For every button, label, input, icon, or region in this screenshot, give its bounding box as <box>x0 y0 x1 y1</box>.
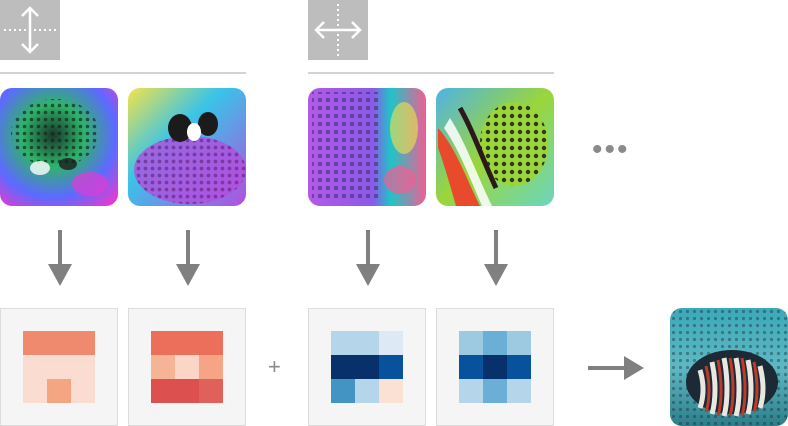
matrix-cell <box>331 379 355 403</box>
feature-image-a2 <box>128 88 246 206</box>
matrix-cell <box>483 331 507 355</box>
matrix-cell <box>379 331 403 355</box>
matrix-cell <box>23 379 47 403</box>
matrix-cell <box>23 331 47 355</box>
matrix-cell <box>23 355 47 379</box>
matrix-cell <box>355 355 379 379</box>
matrix-cell <box>199 331 223 355</box>
matrix-grid <box>331 331 403 403</box>
matrix-cell <box>199 379 223 403</box>
matrix-cell <box>199 355 223 379</box>
matrix-panel-m3 <box>308 308 426 426</box>
matrix-cell <box>483 355 507 379</box>
matrix-cell <box>459 331 483 355</box>
matrix-cell <box>379 379 403 403</box>
matrix-cell <box>47 379 71 403</box>
down-arrow-icon <box>481 230 511 288</box>
group-b-rule <box>308 72 554 74</box>
matrix-cell <box>355 379 379 403</box>
group-a-rule <box>0 72 246 74</box>
matrix-panel-m2 <box>128 308 246 426</box>
matrix-grid <box>23 331 95 403</box>
matrix-grid <box>459 331 531 403</box>
feature-image-b2 <box>436 88 554 206</box>
matrix-cell <box>379 355 403 379</box>
matrix-cell <box>175 379 199 403</box>
matrix-cell <box>459 379 483 403</box>
matrix-cell <box>175 355 199 379</box>
matrix-cell <box>331 355 355 379</box>
matrix-cell <box>47 355 71 379</box>
matrix-cell <box>507 331 531 355</box>
ellipsis-indicator: ••• <box>592 133 630 166</box>
down-arrow-icon <box>173 230 203 288</box>
feature-image-b1 <box>308 88 426 206</box>
down-arrow-icon <box>45 230 75 288</box>
matrix-cell <box>151 379 175 403</box>
feature-image-a1 <box>0 88 118 206</box>
plus-operator: + <box>268 354 281 379</box>
result-image <box>670 308 788 426</box>
matrix-cell <box>71 379 95 403</box>
matrix-cell <box>71 331 95 355</box>
matrix-cell <box>151 355 175 379</box>
matrix-cell <box>483 379 507 403</box>
matrix-panel-m1 <box>0 308 118 426</box>
matrix-cell <box>47 331 71 355</box>
matrix-cell <box>459 355 483 379</box>
right-arrow-icon <box>588 354 646 382</box>
horizontal-arrows-icon <box>308 0 368 60</box>
vertical-arrows-icon <box>0 0 60 60</box>
matrix-cell <box>71 355 95 379</box>
matrix-cell <box>331 331 355 355</box>
matrix-cell <box>151 331 175 355</box>
matrix-panel-m4 <box>436 308 554 426</box>
matrix-cell <box>507 379 531 403</box>
matrix-cell <box>507 355 531 379</box>
down-arrow-icon <box>353 230 383 288</box>
matrix-cell <box>175 331 199 355</box>
matrix-grid <box>151 331 223 403</box>
matrix-cell <box>355 331 379 355</box>
